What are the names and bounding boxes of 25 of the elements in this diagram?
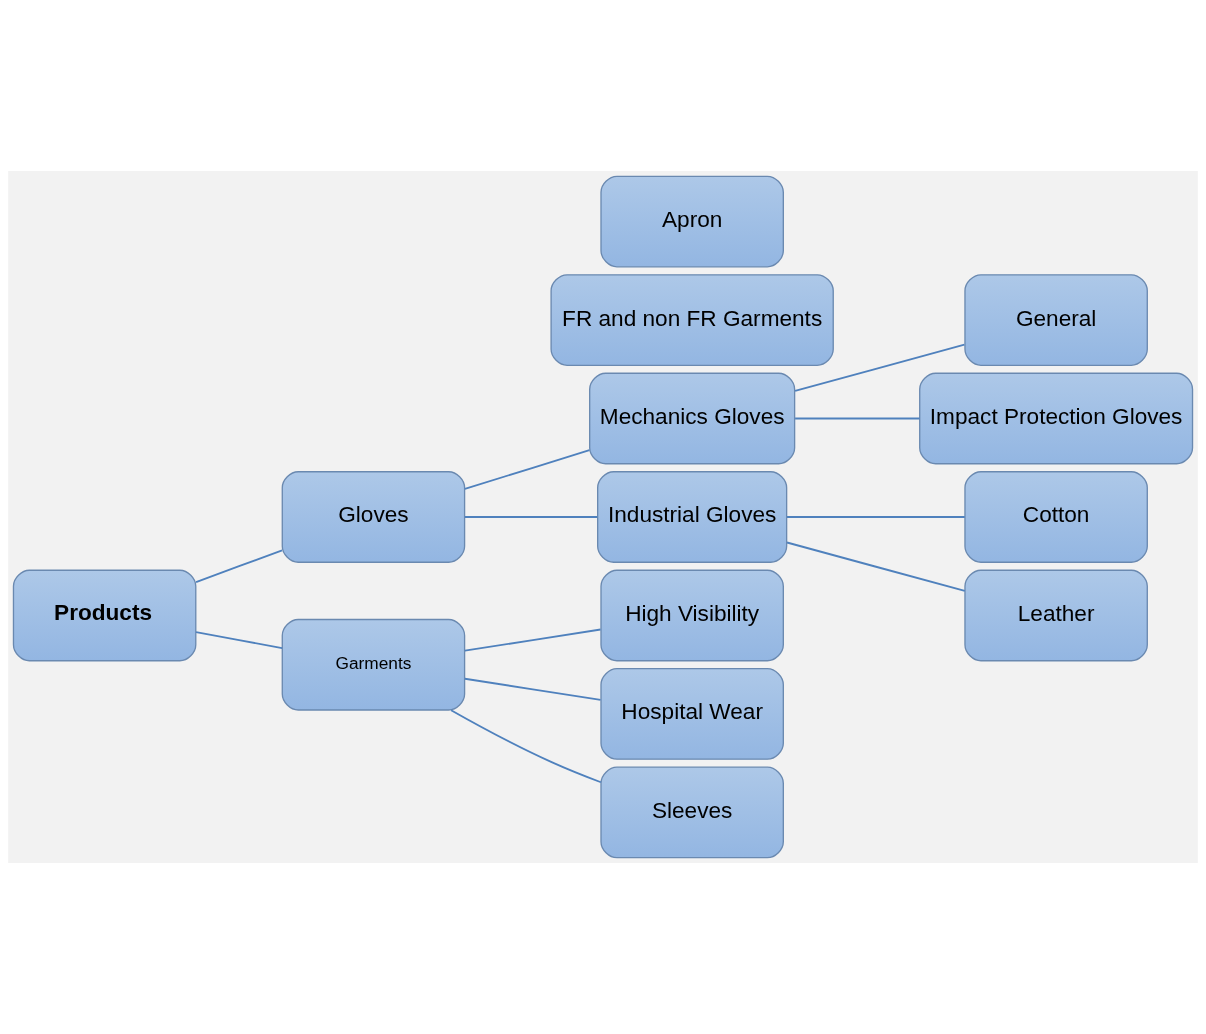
node-box: Gloves (281, 471, 466, 563)
connector (786, 516, 966, 518)
node-box: Products (12, 569, 197, 662)
node-box: Garments (281, 618, 466, 711)
node-box: Sleeves (600, 766, 784, 859)
node-box: Leather (964, 569, 1148, 662)
connector (464, 677, 602, 701)
node-box: Industrial Gloves (597, 471, 788, 563)
node-box: General (964, 274, 1148, 366)
node-box: Mechanics Gloves (589, 372, 796, 465)
connector (786, 541, 966, 592)
node-box: Cotton (964, 471, 1148, 563)
node-box: Apron (600, 175, 784, 268)
connector (195, 631, 284, 649)
node-box: Hospital Wear (600, 668, 784, 760)
connector (464, 516, 599, 518)
node-box: Impact Protection Gloves (919, 372, 1194, 465)
connector (450, 709, 602, 784)
connector (794, 343, 966, 392)
node-box: High Visibility (600, 569, 784, 662)
connector (464, 449, 591, 490)
connector (464, 628, 602, 652)
connector (195, 549, 284, 584)
node-box: FR and non FR Garments (550, 274, 834, 366)
connector (794, 417, 921, 420)
